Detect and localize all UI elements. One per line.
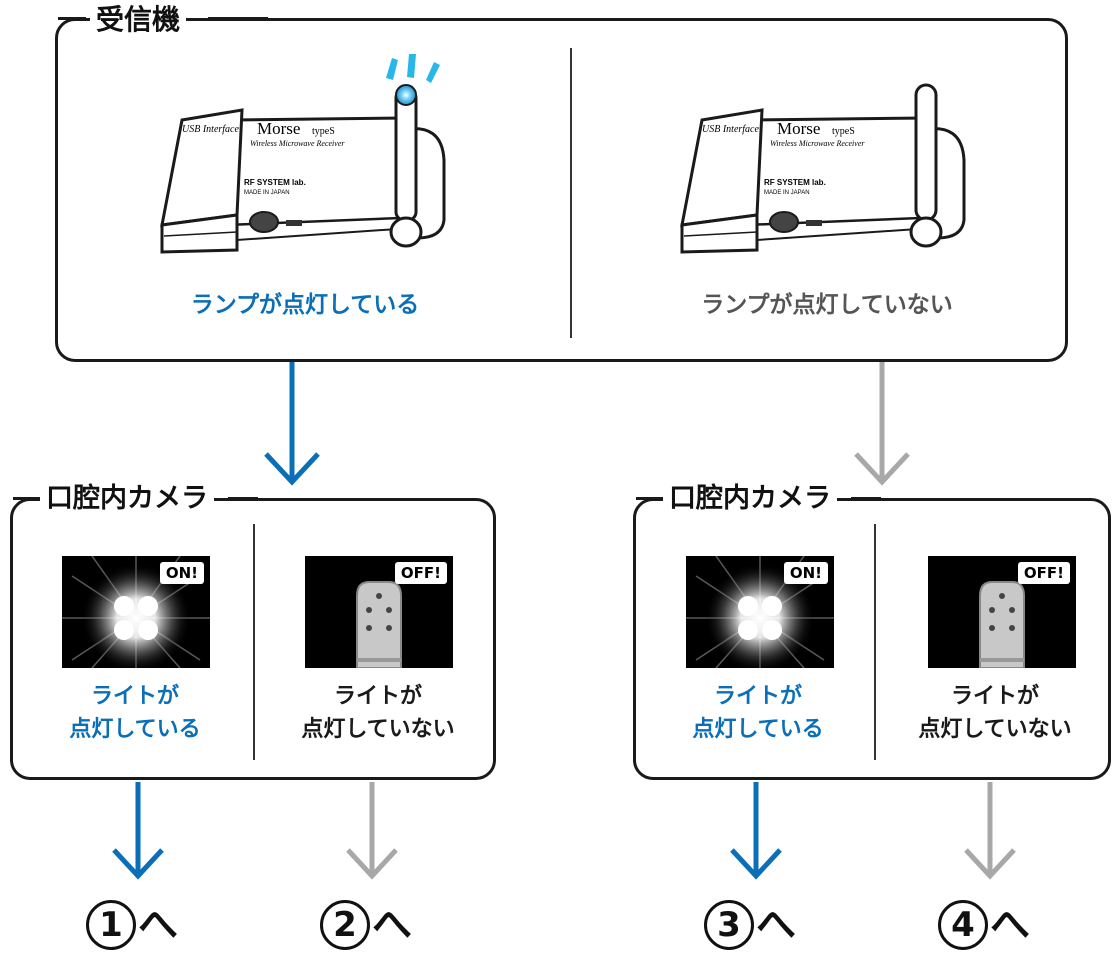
device-maker-label: RF SYSTEM lab. bbox=[764, 178, 826, 187]
device-origin-label: MADE IN JAPAN bbox=[244, 190, 290, 196]
light-off-caption-line2: 点灯していない bbox=[301, 717, 455, 742]
arrow-lamp-off bbox=[854, 362, 910, 486]
device-origin-label: MADE IN JAPAN bbox=[764, 190, 810, 196]
result-1: 1 へ bbox=[86, 900, 178, 950]
result-suffix: へ bbox=[138, 902, 178, 948]
camera-title-dash-left-a bbox=[13, 497, 41, 500]
arrow-to-result-1 bbox=[112, 782, 164, 880]
lamp-off-caption: ランプが点灯していない bbox=[701, 292, 953, 318]
device-type-label: typeS bbox=[312, 126, 335, 137]
camera-panel-title: 口腔内カメラ bbox=[663, 485, 837, 512]
light-on-caption: ライトが 点灯している bbox=[40, 680, 230, 746]
device-interface-label: USB Interface bbox=[182, 124, 239, 135]
device-brand-label: Morse bbox=[257, 119, 300, 138]
receiver-title-dash-right bbox=[208, 17, 268, 20]
camera-light-off-image: OFF! bbox=[928, 556, 1076, 668]
device-sub-label: Wireless Microwave Receiver bbox=[770, 139, 865, 148]
light-off-caption-line2: 点灯していない bbox=[918, 717, 1072, 742]
light-off-caption: ライトが 点灯していない bbox=[895, 680, 1095, 746]
camera-head-icon bbox=[928, 556, 1076, 668]
result-suffix: へ bbox=[372, 902, 412, 948]
receiver-title-dash bbox=[58, 17, 86, 20]
result-suffix: へ bbox=[990, 902, 1030, 948]
light-on-caption-line2: 点灯している bbox=[692, 717, 824, 742]
camera-divider-right bbox=[874, 524, 876, 760]
device-type-label: typeS bbox=[832, 126, 855, 137]
camera-head-icon bbox=[305, 556, 453, 668]
receiver-device-lamp-on: USB Interface Morse typeS Wireless Micro… bbox=[160, 54, 446, 254]
camera-panel-title: 口腔内カメラ bbox=[40, 485, 214, 512]
result-number: 1 bbox=[86, 900, 136, 950]
camera-on-badge: ON! bbox=[159, 562, 204, 584]
result-number: 3 bbox=[704, 900, 754, 950]
lamp-rays bbox=[386, 54, 440, 83]
light-glow-icon bbox=[686, 556, 834, 668]
camera-off-badge: OFF! bbox=[1017, 562, 1070, 584]
camera-divider-left bbox=[253, 524, 255, 760]
result-3: 3 へ bbox=[704, 900, 796, 950]
receiver-title: 受信機 bbox=[90, 6, 187, 34]
device-sub-label: Wireless Microwave Receiver bbox=[250, 139, 345, 148]
receiver-device-lamp-off: USB Interface Morse typeS Wireless Micro… bbox=[680, 83, 966, 254]
device-interface-label: USB Interface bbox=[702, 124, 759, 135]
lamp-on-caption: ランプが点灯している bbox=[190, 292, 420, 318]
result-suffix: へ bbox=[756, 902, 796, 948]
camera-off-badge: OFF! bbox=[394, 562, 447, 584]
light-off-caption: ライトが 点灯していない bbox=[278, 680, 478, 746]
camera-title-dash-right-b bbox=[851, 497, 881, 500]
result-2: 2 へ bbox=[320, 900, 412, 950]
result-number: 2 bbox=[320, 900, 370, 950]
light-on-caption: ライトが 点灯している bbox=[663, 680, 853, 746]
arrow-lamp-on bbox=[264, 362, 320, 486]
light-on-caption-line1: ライトが bbox=[90, 684, 179, 709]
camera-title-dash-right-a bbox=[636, 497, 664, 500]
device-maker-label: RF SYSTEM lab. bbox=[244, 178, 306, 187]
camera-light-on-image: ON! bbox=[62, 556, 210, 668]
light-on-caption-line1: ライトが bbox=[713, 684, 802, 709]
receiver-divider bbox=[570, 48, 572, 338]
arrow-to-result-2 bbox=[346, 782, 398, 880]
camera-on-badge: ON! bbox=[783, 562, 828, 584]
camera-title-dash-left-b bbox=[228, 497, 258, 500]
arrow-to-result-4 bbox=[964, 782, 1016, 880]
light-off-caption-line1: ライトが bbox=[333, 684, 422, 709]
light-off-caption-line1: ライトが bbox=[950, 684, 1039, 709]
camera-light-on-image: ON! bbox=[686, 556, 834, 668]
result-4: 4 へ bbox=[938, 900, 1030, 950]
device-brand-label: Morse bbox=[777, 119, 820, 138]
camera-light-off-image: OFF! bbox=[305, 556, 453, 668]
result-number: 4 bbox=[938, 900, 988, 950]
light-on-caption-line2: 点灯している bbox=[69, 717, 201, 742]
arrow-to-result-3 bbox=[730, 782, 782, 880]
